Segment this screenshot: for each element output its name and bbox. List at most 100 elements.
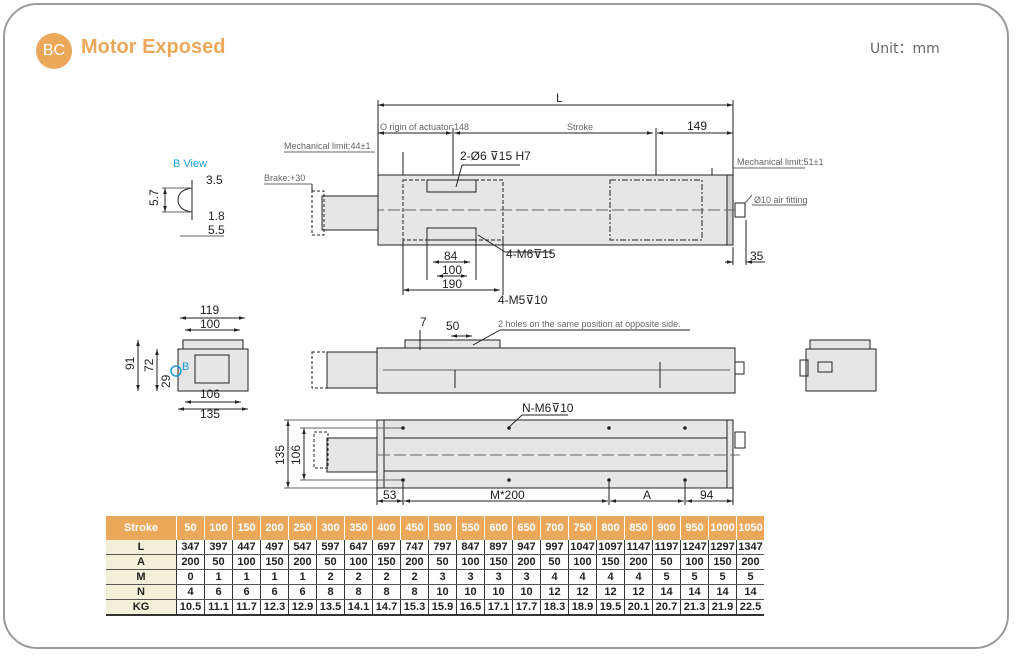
table-cell: 12.9	[288, 599, 317, 616]
tap-m6-label: 4-M6⊽15	[506, 247, 556, 261]
end-dim-29: 29	[159, 374, 173, 388]
table-cell: 16.5	[456, 599, 485, 616]
table-header-stroke-value: 250	[288, 516, 317, 540]
table-cell: 6	[260, 584, 289, 600]
table-cell: 8	[344, 584, 373, 600]
dim-stroke: Stroke	[567, 122, 593, 132]
b-dim-5-7: 5.7	[147, 189, 161, 206]
mech-limit-right: Mechanical limit:51±1	[737, 157, 823, 167]
end-dim-91: 91	[123, 356, 137, 370]
table-header-stroke-value: 900	[652, 516, 681, 540]
end-view-drawing	[136, 316, 249, 411]
b-dim-5-5: 5.5	[208, 223, 225, 237]
table-cell: 50	[204, 554, 233, 570]
unit-label: Unit：mm	[870, 41, 940, 57]
b-view-drawing	[162, 180, 224, 237]
table-cell: 3	[512, 569, 541, 585]
table-cell: 1	[260, 569, 289, 585]
b-view-title: B View	[173, 158, 207, 170]
table-cell: 200	[288, 554, 317, 570]
table-cell: 12	[596, 584, 625, 600]
table-cell: 347	[176, 540, 205, 555]
table-cell: 19.5	[596, 599, 625, 616]
dim-84: 84	[444, 249, 458, 263]
table-cell: 8	[372, 584, 401, 600]
table-header-stroke: Stroke	[106, 516, 177, 540]
table-cell: 100	[680, 554, 709, 570]
side-dim-7: 7	[420, 315, 427, 329]
table-cell: 1	[204, 569, 233, 585]
table-cell: 12.3	[260, 599, 289, 616]
table-row-label: KG	[106, 599, 177, 616]
table-cell: 2	[344, 569, 373, 585]
table-cell: 150	[484, 554, 513, 570]
table-cell: 13.5	[316, 599, 345, 616]
panel-frame	[3, 3, 1009, 649]
section-badge: BC	[36, 33, 72, 69]
table-cell: 12	[624, 584, 653, 600]
dim-100: 100	[442, 263, 462, 277]
actuator-body-bottom	[376, 419, 734, 489]
table-cell: 10.5	[176, 599, 205, 616]
table-cell: 997	[540, 540, 569, 555]
table-cell: 14	[680, 584, 709, 600]
bottom-dim-135: 135	[273, 445, 287, 465]
table-cell: 1	[232, 569, 261, 585]
table-cell: 4	[568, 569, 597, 585]
table-cell: 547	[288, 540, 317, 555]
table-cell: 4	[596, 569, 625, 585]
side-view	[311, 329, 745, 394]
table-cell: 447	[232, 540, 261, 555]
table-row-label: M	[106, 569, 177, 585]
table-cell: 647	[344, 540, 373, 555]
table-header-stroke-value: 850	[624, 516, 653, 540]
end-dim-106: 106	[200, 387, 220, 401]
table-cell: 5	[708, 569, 737, 585]
table-cell: 1247	[680, 540, 709, 555]
bottom-view	[284, 414, 746, 505]
end-dim-72: 72	[142, 358, 156, 372]
table-cell: 20.1	[624, 599, 653, 616]
table-cell: 3	[484, 569, 513, 585]
table-cell: 597	[316, 540, 345, 555]
table-cell: 3	[456, 569, 485, 585]
bottom-dim-m200: M*200	[490, 488, 525, 502]
table-cell: 14.7	[372, 599, 401, 616]
dim-149: 149	[687, 119, 707, 133]
table-cell: 12	[568, 584, 597, 600]
table-cell: 150	[708, 554, 737, 570]
brake-label: Brake:+30	[264, 173, 305, 183]
table-cell: 1047	[568, 540, 597, 555]
table-cell: 6	[204, 584, 233, 600]
end-dim-119: 119	[200, 303, 219, 317]
table-cell: 15.3	[400, 599, 429, 616]
table-cell: 200	[176, 554, 205, 570]
table-cell: 3	[428, 569, 457, 585]
table-cell: 6	[232, 584, 261, 600]
table-cell: 11.1	[204, 599, 233, 616]
table-cell: 200	[512, 554, 541, 570]
bottom-dim-53: 53	[383, 488, 397, 502]
table-cell: 150	[596, 554, 625, 570]
bottom-n-m6-label: N-M6⊽10	[522, 401, 574, 415]
table-cell: 14.1	[344, 599, 373, 616]
table-cell: 17.1	[484, 599, 513, 616]
table-cell: 100	[232, 554, 261, 570]
dim-L: L	[556, 91, 563, 105]
table-cell: 200	[736, 554, 764, 570]
table-cell: 150	[260, 554, 289, 570]
air-fitting-label: Ø10 air fitting	[754, 195, 808, 205]
table-cell: 4	[176, 584, 205, 600]
table-cell: 6	[288, 584, 317, 600]
table-cell: 8	[400, 584, 429, 600]
table-cell: 12	[540, 584, 569, 600]
table-cell: 10	[456, 584, 485, 600]
table-cell: 2	[316, 569, 345, 585]
table-header-stroke-value: 750	[568, 516, 597, 540]
dim-origin: O rigin of actuator:148	[380, 122, 469, 132]
